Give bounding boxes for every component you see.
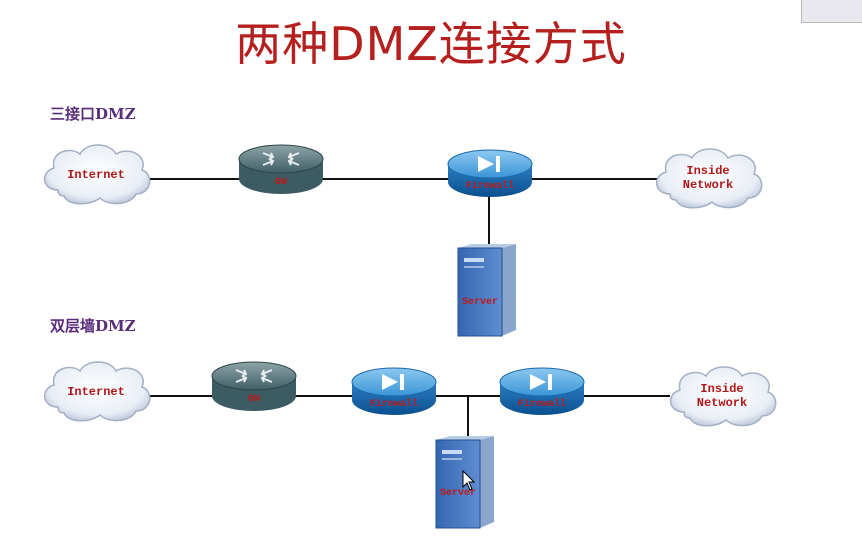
firewall-icon: [499, 367, 585, 415]
link-line: [467, 395, 469, 437]
cloud-icon: [44, 361, 151, 422]
firewall-icon: [447, 149, 533, 197]
router-icon: [238, 144, 324, 194]
inside-network-cloud: Inside Network: [650, 144, 766, 212]
mouse-cursor-icon: [462, 469, 476, 492]
firewall-outer: Firewall: [350, 364, 438, 418]
section-label-dual-wall: 双层墙DMZ: [50, 317, 136, 335]
inside-network-cloud: Inside Network: [664, 362, 780, 430]
gateway-router: GW: [210, 360, 298, 414]
link-line: [150, 178, 660, 180]
firewall-icon: [351, 367, 437, 415]
internet-cloud: Internet: [38, 357, 154, 425]
cloud-icon: [670, 366, 777, 427]
page-title: 两种DMZ连接方式: [235, 17, 627, 71]
server: Server: [456, 244, 520, 340]
server-icon: [457, 244, 516, 337]
inside-label-line2: Network: [696, 396, 748, 410]
gw-label: GW: [274, 177, 287, 188]
firewall-label: Firewall: [465, 181, 514, 192]
router-icon: [211, 361, 297, 411]
gw-label: GW: [247, 394, 260, 405]
presenter-thumbnail: [801, 0, 862, 23]
server-icon: [435, 436, 494, 529]
cloud-icon: [656, 148, 763, 209]
server-label: Server: [461, 297, 498, 308]
firewall: Firewall: [446, 146, 534, 200]
inside-label-line2: Network: [682, 178, 734, 192]
internet-label: Internet: [67, 385, 125, 399]
internet-cloud: Internet: [38, 140, 154, 208]
firewall-label: Firewall: [369, 399, 418, 410]
cloud-icon: [44, 144, 151, 205]
link-line: [488, 194, 490, 246]
inside-label-line1: Inside: [686, 164, 730, 178]
gateway-router: GW: [237, 143, 325, 197]
inside-label-line1: Inside: [700, 382, 744, 396]
firewall-label: Firewall: [517, 399, 566, 410]
server-label: Server: [439, 488, 476, 499]
internet-label: Internet: [67, 168, 125, 182]
section-label-three-interface: 三接口DMZ: [50, 105, 136, 123]
server: Server: [434, 436, 498, 532]
firewall-inner: Firewall: [498, 364, 586, 418]
